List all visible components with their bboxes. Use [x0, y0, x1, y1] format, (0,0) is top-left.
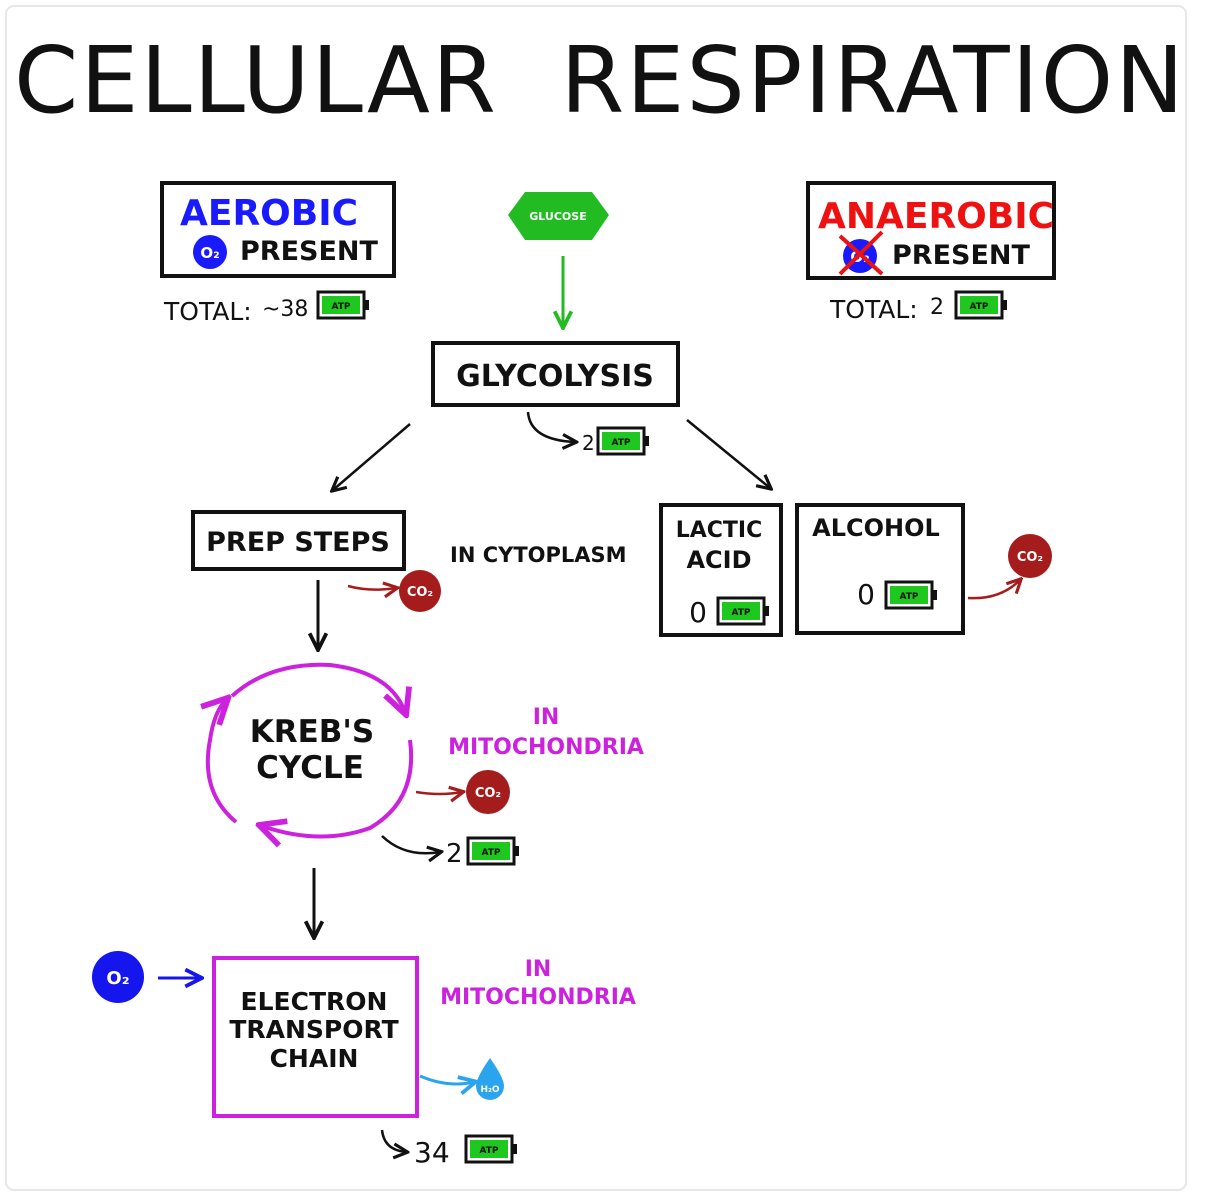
aerobic-total: TOTAL: ~38 ATP	[163, 290, 369, 326]
prep-co2-label: CO₂	[407, 585, 433, 600]
lactic-acid-line1: LACTIC	[676, 518, 763, 543]
alcohol-co2-arrow	[967, 580, 1020, 600]
glycolysis-label: GLYCOLYSIS	[456, 359, 654, 394]
krebs-cycle-node: KREB'S CYCLE	[208, 662, 414, 837]
battery-icon: ATP	[954, 290, 1007, 320]
glycolysis-atp-arrow	[526, 411, 575, 442]
battery-icon: ATP	[466, 836, 519, 866]
glucose-node: GLUCOSE	[508, 192, 609, 240]
anaerobic-total: TOTAL: 2 ATP	[829, 290, 1007, 324]
cytoplasm-note: IN CYTOPLASM	[450, 543, 627, 567]
water-drop-icon	[476, 1058, 504, 1100]
co2-molecule-icon	[1008, 534, 1052, 578]
prep-steps-box	[191, 510, 406, 571]
mito-note-2-line2: MITOCHONDRIA	[440, 985, 636, 1010]
anaerobic-panel: ANAEROBIC O₂ PRESENT	[806, 181, 1056, 280]
alcohol-label: ALCOHOL	[812, 514, 940, 542]
etc-box	[212, 956, 419, 1118]
aerobic-total-label: TOTAL:	[163, 297, 252, 326]
etc-line1: ELECTRON	[241, 987, 388, 1016]
alcohol-co2-label: CO₂	[1017, 550, 1043, 565]
figure-frame	[5, 5, 1187, 1191]
alcohol-box	[795, 503, 965, 635]
krebs-cycle-arc-top	[230, 662, 405, 712]
battery-icon: ATP	[464, 1134, 517, 1164]
etc-node: ELECTRON TRANSPORT CHAIN	[212, 956, 419, 1118]
water-output-arrow	[419, 1074, 474, 1084]
anaerobic-heading: ANAEROBIC	[818, 196, 1054, 237]
lactic-acid-atp-count: 0	[689, 596, 707, 629]
anaerobic-total-label: TOTAL:	[829, 295, 918, 324]
lactic-acid-box	[659, 503, 783, 637]
etc-o2-label: O₂	[106, 968, 129, 989]
battery-icon: ATP	[884, 580, 937, 610]
krebs-cycle-arc-right	[262, 739, 414, 837]
atp-label: ATP	[969, 302, 988, 312]
glycolysis-box	[431, 341, 680, 407]
mito-note-1-line2: MITOCHONDRIA	[448, 735, 644, 760]
co2-molecule-icon	[466, 770, 510, 814]
prep-co2-arrow	[347, 586, 396, 590]
etc-line3: CHAIN	[270, 1044, 359, 1073]
atp-label: ATP	[479, 1146, 498, 1156]
alcohol-atp-count: 0	[857, 578, 875, 611]
cross-out-icon	[838, 230, 884, 276]
atp-label: ATP	[731, 608, 750, 618]
diagram-title: CELLULAR RESPIRATION	[14, 27, 1186, 134]
o2-molecule-icon	[193, 235, 227, 269]
etc-atp-arrow	[380, 1129, 406, 1152]
anaerobic-condition: PRESENT	[892, 240, 1031, 271]
lactic-acid-node: LACTIC ACID 0 ATP	[659, 503, 783, 637]
prep-steps-node: PREP STEPS	[191, 510, 406, 571]
krebs-line1: KREB'S	[250, 714, 375, 750]
battery-icon: ATP	[716, 596, 769, 626]
aerobic-o2-symbol: O₂	[200, 244, 219, 262]
mitochondria-note-2: IN MITOCHONDRIA	[440, 957, 636, 1010]
lactic-acid-line2: ACID	[686, 546, 751, 574]
mitochondria-note-1: IN MITOCHONDRIA	[448, 705, 644, 760]
krebs-cycle-arc-left	[208, 700, 238, 824]
atp-label: ATP	[611, 438, 630, 448]
alcohol-node: ALCOHOL 0 ATP	[795, 503, 965, 635]
anaerobic-box	[806, 181, 1056, 280]
aerobic-box	[160, 181, 396, 278]
o2-molecule-icon	[92, 951, 144, 1003]
krebs-line2: CYCLE	[256, 750, 364, 786]
battery-icon: ATP	[316, 290, 369, 320]
atp-label: ATP	[331, 302, 350, 312]
atp-label: ATP	[899, 592, 918, 602]
aerobic-panel: AEROBIC O₂ PRESENT	[160, 181, 396, 278]
prep-steps-label: PREP STEPS	[206, 527, 390, 558]
etc-line2: TRANSPORT	[229, 1015, 398, 1044]
anaerobic-total-value: 2	[930, 295, 944, 320]
krebs-co2-arrow	[415, 792, 462, 794]
water-label: H₂O	[480, 1085, 499, 1095]
glucose-hexagon	[508, 192, 609, 240]
krebs-atp-arrow	[381, 835, 440, 853]
battery-icon: ATP	[596, 426, 649, 456]
mito-note-2-line1: IN	[525, 957, 552, 982]
glucose-label: GLUCOSE	[529, 210, 586, 223]
to-fermentation-arrow	[686, 419, 770, 488]
aerobic-condition: PRESENT	[240, 236, 379, 267]
krebs-co2-label: CO₂	[475, 786, 501, 801]
krebs-atp-count: 2	[446, 839, 463, 869]
co2-molecule-icon	[399, 570, 441, 612]
atp-label: ATP	[481, 848, 500, 858]
to-prep-steps-arrow	[333, 423, 411, 490]
aerobic-total-value: ~38	[262, 297, 308, 322]
glycolysis-atp-count: 2	[582, 431, 595, 455]
mito-note-1-line1: IN	[533, 705, 560, 730]
aerobic-heading: AEROBIC	[180, 193, 358, 234]
etc-atp-count: 34	[414, 1136, 450, 1169]
glycolysis-node: GLYCOLYSIS	[431, 341, 680, 407]
